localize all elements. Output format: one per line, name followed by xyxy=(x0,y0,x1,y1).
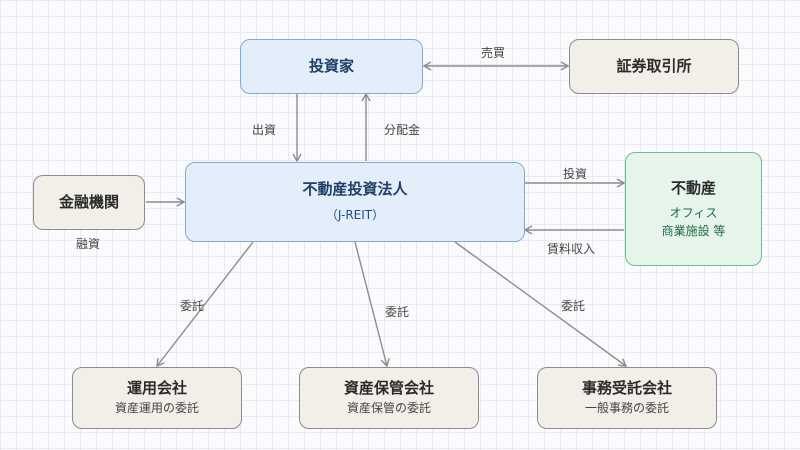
node-admin-agent: 事務受託会社 一般事務の委託 xyxy=(537,367,717,429)
node-real-estate: 不動産 オフィス 商業施設 等 xyxy=(625,152,762,266)
node-title: 事務受託会社 xyxy=(581,379,672,398)
node-investor: 投資家 xyxy=(240,39,423,94)
node-title: 不動産 xyxy=(670,178,716,197)
node-title: 運用会社 xyxy=(126,379,187,398)
node-asset-manager: 運用会社 資産運用の委託 xyxy=(72,367,242,429)
arrow-outsource-asset-manager xyxy=(156,241,254,368)
node-subtitle: 商業施設 等 xyxy=(661,223,726,238)
node-title: 資産保管会社 xyxy=(343,379,434,398)
arrow-outsource-custodian xyxy=(354,241,390,368)
label-invest-property: 投資 xyxy=(563,167,588,181)
label-outsource-1: 委託 xyxy=(180,299,205,313)
node-subtitle: オフィス xyxy=(669,206,718,221)
label-trade: 売買 xyxy=(481,46,506,60)
node-title: 不動産投資法人 xyxy=(302,180,408,199)
label-outsource-2: 委託 xyxy=(385,305,410,319)
node-subtitle: （J-REIT） xyxy=(325,208,385,223)
arrow-outsource-admin-agent xyxy=(454,241,628,367)
node-title: 投資家 xyxy=(308,56,354,75)
label-outsource-3: 委託 xyxy=(561,299,586,313)
label-investment: 出資 xyxy=(252,123,277,137)
node-subtitle: 資産保管の委託 xyxy=(346,401,431,416)
label-distribution: 分配金 xyxy=(384,123,421,137)
node-bank: 金融機関 xyxy=(33,175,145,230)
node-reit: 不動産投資法人 （J-REIT） xyxy=(185,162,525,242)
label-rent-income: 賃料収入 xyxy=(547,242,596,256)
label-financing: 融資 xyxy=(76,237,101,251)
node-subtitle: 資産運用の委託 xyxy=(114,401,199,416)
node-custodian: 資産保管会社 資産保管の委託 xyxy=(299,367,479,429)
node-exchange: 証券取引所 xyxy=(569,39,739,94)
node-title: 証券取引所 xyxy=(616,56,692,75)
node-subtitle: 一般事務の委託 xyxy=(584,401,669,416)
node-title: 金融機関 xyxy=(58,192,119,211)
